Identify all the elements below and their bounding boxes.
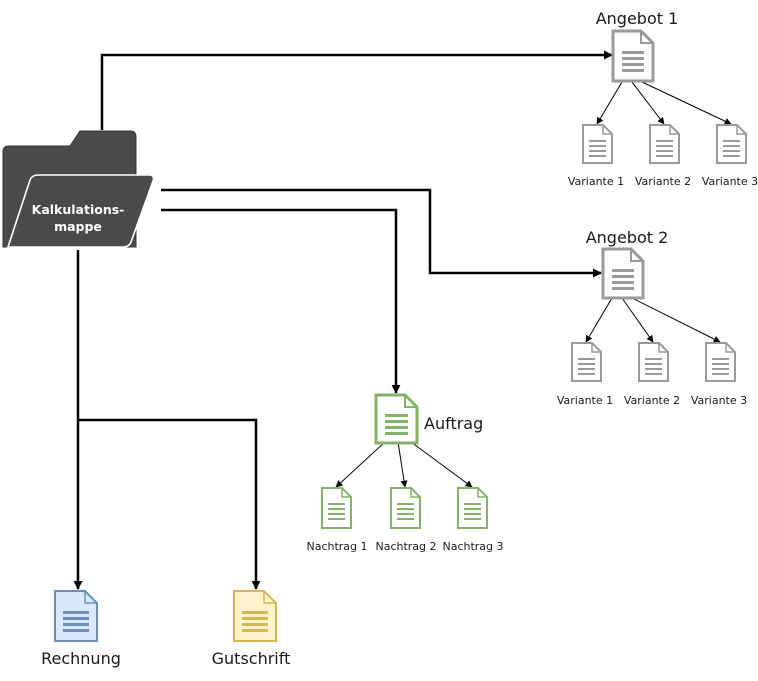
nachtrag3-label: Nachtrag 3 [442,540,503,553]
angebot2-variant2-icon[interactable] [638,342,669,382]
angebot1-variant1-label: Variante 1 [568,175,624,188]
angebot1-document-icon[interactable] [611,29,655,83]
edge-folder-angebot2 [161,188,602,278]
nachtrag2-icon[interactable] [390,487,421,529]
angebot2-variant3-label: Variante 3 [691,394,747,407]
angebot2-variant3-icon[interactable] [705,342,736,382]
edges-auftrag-nachtraege [335,441,473,488]
edge-folder-angebot1 [100,50,613,130]
angebot1-label: Angebot 1 [596,9,679,28]
angebot2-variant2-label: Variante 2 [624,394,680,407]
rechnung-label: Rechnung [41,649,121,668]
gutschrift-label: Gutschrift [212,649,291,668]
angebot1-variant1-icon[interactable] [582,124,613,164]
folder-icon[interactable]: Kalkulations- mappe [2,130,155,248]
angebot2-label: Angebot 2 [586,228,669,247]
edge-folder-gutschrift [78,418,261,590]
angebot1-variant3-label: Variante 3 [702,175,758,188]
edge-folder-auftrag [161,208,401,394]
nachtrag2-label: Nachtrag 2 [375,540,436,553]
angebot1-variant2-label: Variante 2 [635,175,691,188]
edges-angebot1-variants [596,81,732,125]
rechnung-document-icon[interactable] [54,590,98,642]
auftrag-label: Auftrag [424,414,483,433]
nachtrag3-icon[interactable] [457,487,488,529]
folder-label-line1: Kalkulations- [32,202,125,217]
angebot1-variant2-icon[interactable] [649,124,680,164]
angebot2-variant1-label: Variante 1 [557,394,613,407]
nachtrag1-icon[interactable] [321,487,352,529]
nachtrag1-label: Nachtrag 1 [306,540,367,553]
angebot1-variant3-icon[interactable] [716,124,747,164]
angebot2-document-icon[interactable] [601,247,645,300]
edges-angebot2-variants [585,297,721,343]
folder-label-line2: mappe [54,219,102,234]
gutschrift-document-icon[interactable] [233,590,277,642]
auftrag-document-icon[interactable] [374,393,419,445]
angebot2-variant1-icon[interactable] [571,342,602,382]
